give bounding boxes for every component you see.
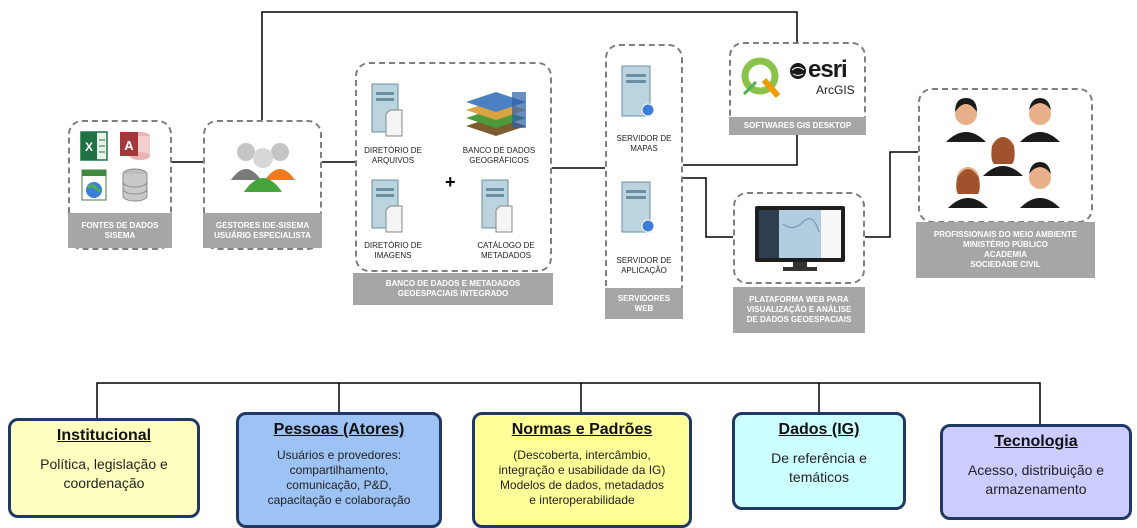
pillar-title: Dados (IG) [778,421,860,438]
pillar-body: Usuários e provedores: compartilhamento,… [267,448,411,507]
users-group-icon [231,143,295,192]
pillar-tecnologia: Tecnologia Acesso, distribuição e armaze… [940,424,1132,520]
connector-servers-web [683,177,733,238]
esri-logo-text: esri [808,56,848,83]
managers-caption: GESTORES IDE-SISEMA USUÁRIO ESPECIALISTA [203,213,322,248]
excel-icon: X [80,131,108,161]
metadata-catalog-label: CATÁLOGO DE METADADOS [477,241,535,260]
people-icon [946,98,1060,208]
connector-web-users [865,151,918,238]
geographic-layers-icon [466,92,526,136]
pillar-pessoas: Pessoas (Atores) Usuários e provedores: … [236,412,442,528]
svg-text:X: X [85,140,93,154]
database-icon [122,168,148,202]
server-images-icon [371,179,403,233]
arcgis-logo-text: ArcGIS [816,83,855,97]
server-catalog-icon [481,179,513,233]
qgis-icon [741,57,781,98]
spreadsheet-globe-icon [81,169,107,201]
pillar-body: (Descoberta, intercâmbio, integração e u… [498,448,666,507]
plus-sign: + [445,172,456,192]
connector-servers-desktop [683,135,798,166]
pillar-institucional: Institucional Política, legislação e coo… [8,418,200,518]
files-directory-label: DIRETÓRIO DE ARQUIVOS [364,146,422,165]
application-server-label: SERVIDOR DE APLICAÇÃO [616,256,672,275]
pillar-normas: Normas e Padrões (Descoberta, intercâmbi… [472,412,692,528]
images-directory-label: DIRETÓRIO DE IMAGENS [364,241,422,260]
connector-pillars-bus [96,382,1041,432]
esri-globe-icon [790,63,806,79]
pillar-body: Acesso, distribuição e armazenamento [967,462,1105,497]
pillar-dados: Dados (IG) De referência e temáticos [732,412,906,510]
pillar-body: De referência e temáticos [771,450,867,485]
data-sources-caption: FONTES DE DADOS SISEMA [68,213,172,248]
geographic-database-label: BANCO DE DADOS GEOGRÁFICOS [462,146,536,165]
database-caption: BANCO DE DADOS E METADADOS GEOESPACIAIS … [353,273,553,305]
server-files-icon [371,83,403,137]
pillar-title: Normas e Padrões [511,421,653,438]
web-platform-caption: PLATAFORMA WEB PARA VISUALIZAÇÃO E ANÁLI… [733,287,865,333]
pillar-title: Institucional [56,427,152,444]
monitor-icon [755,206,845,271]
pillar-title: Pessoas (Atores) [273,421,405,438]
application-server-icon [621,181,655,233]
desktop-gis-caption: SOFTWARES GIS DESKTOP [729,117,866,135]
svg-text:A: A [124,138,134,153]
pillar-body: Política, legislação e coordenação [40,456,168,491]
connector-top-bus [261,11,798,120]
end-users-caption: PROFISSIONAIS DO MEIO AMBIENTE MINISTÉRI… [916,222,1095,278]
map-server-icon [621,65,655,117]
access-icon: A [120,132,150,160]
map-server-label: SERVIDOR DE MAPAS [616,134,672,153]
pillar-title: Tecnologia [994,433,1078,450]
web-servers-caption: SERVIDORES WEB [605,288,683,319]
